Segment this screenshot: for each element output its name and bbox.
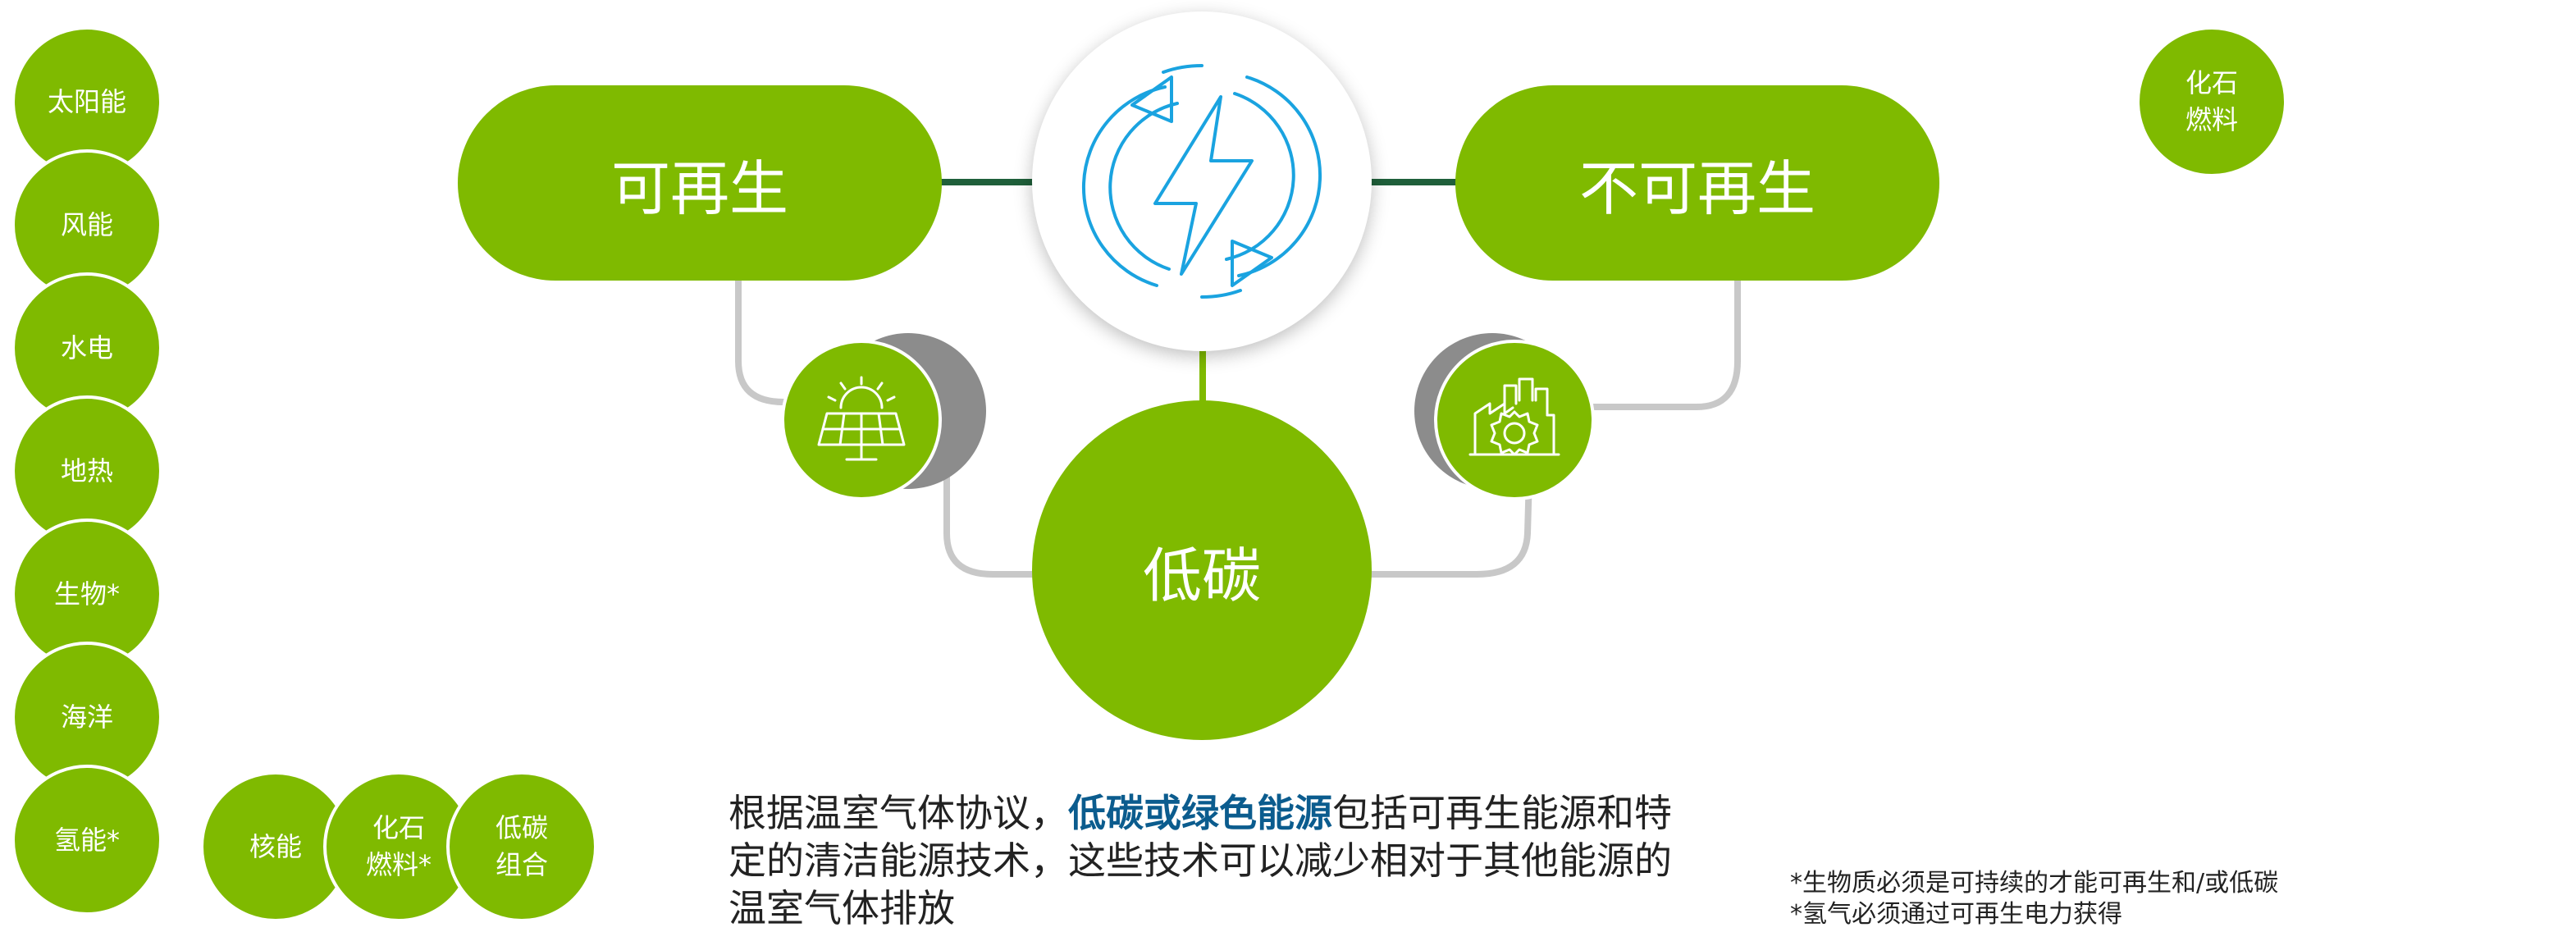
description-text: 根据温室气体协议，低碳或绿色能源包括可再生能源和特定的清洁能源技术，这些技术可以… — [728, 789, 1680, 932]
footnote-biomass: *生物质必须是可持续的才能可再生和/或低碳 — [1790, 869, 2279, 898]
circle-wind-label: 风能 — [60, 208, 113, 240]
circle-bio-label: 生物* — [53, 578, 120, 610]
circle-lowcarbon-combo: 低碳 组合 — [446, 771, 597, 922]
circle-hydrogen: 氢能* — [11, 765, 162, 916]
footnote-hydrogen: *氢气必须通过可再生电力获得 — [1790, 900, 2122, 929]
solar-panel-icon — [817, 376, 906, 461]
nonrenewable-label: 不可再生 — [1578, 153, 1816, 223]
circle-hydrogen-label: 氢能* — [53, 824, 120, 856]
lowcarbon-circle: 低碳 — [1032, 400, 1372, 740]
industry-circle — [1434, 340, 1595, 500]
connector-renewable-solar — [735, 279, 800, 405]
energy-cycle-icon — [1082, 64, 1322, 299]
circle-hydro-label: 水电 — [60, 331, 113, 363]
circle-ocean-label: 海洋 — [60, 701, 113, 733]
circle-geothermal-label: 地热 — [60, 455, 113, 487]
circle-nuclear-label: 核能 — [249, 830, 302, 862]
description-prefix: 根据温室气体协议， — [728, 791, 1068, 835]
connector-nonrenewable-industry — [1583, 279, 1741, 410]
center-energy-circle — [1032, 11, 1372, 351]
description-highlight: 低碳或绿色能源 — [1068, 791, 1332, 835]
lowcarbon-label: 低碳 — [1142, 541, 1261, 610]
footnotes: *生物质必须是可持续的才能可再生和/或低碳 *氢气必须通过可再生电力获得 — [1790, 868, 2528, 930]
renewable-pill: 可再生 — [458, 85, 942, 281]
circle-fossil-label: 化石 燃料 — [2185, 67, 2238, 135]
description-suffix: 包括可再生能源和特定的清洁能源技术，这些技术可以减少相对于其他能源的温室气体排放 — [728, 791, 1672, 930]
circle-fossil: 化石 燃料 — [2136, 26, 2287, 177]
circle-fossil-star-label: 化石 燃料* — [365, 812, 432, 880]
circle-fossil-star: 化石 燃料* — [323, 771, 474, 922]
circle-solar-label: 太阳能 — [47, 85, 126, 117]
industry-gear-icon — [1468, 377, 1560, 456]
solar-circle — [781, 340, 942, 500]
connector-solar-lowcarbon — [943, 459, 1038, 578]
nonrenewable-pill: 不可再生 — [1455, 85, 1939, 281]
circle-lowcarbon-combo-label: 低碳 组合 — [495, 812, 548, 880]
renewable-label: 可再生 — [610, 153, 788, 223]
connector-lowcarbon-industry — [1368, 475, 1532, 578]
